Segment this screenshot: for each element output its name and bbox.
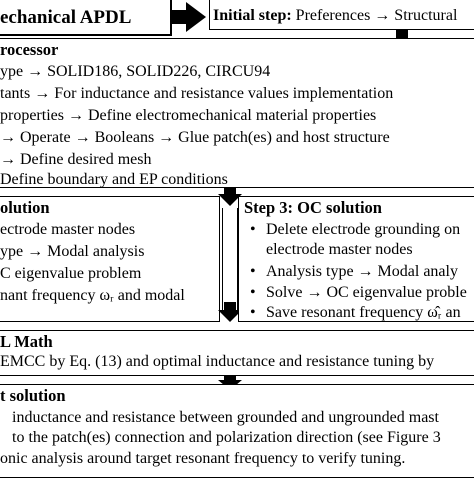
oc-bullet-2: • — [250, 262, 256, 282]
sc-oc-connector — [222, 208, 238, 314]
sc-solution-line-3: C eigenvalue problem — [0, 265, 142, 282]
sc-solution-line-2: ype → Modal analysis — [0, 243, 145, 260]
bullet-char: • — [250, 221, 256, 238]
preprocessor-title: rocessor — [0, 40, 59, 59]
apdl-math-title: L Math — [0, 332, 53, 351]
apdl-math-line: EMCC by Eq. (13) and optimal inductance … — [0, 353, 435, 370]
preprocessor-box — [0, 38, 474, 188]
header-arrow-head — [186, 2, 206, 32]
initial-step-rest: Preferences → Structural — [291, 7, 458, 24]
oc-bullet-1: • — [250, 220, 256, 240]
bullet-char: • — [250, 284, 256, 301]
harmonic-line-3: onic analysis around target resonant fre… — [0, 450, 406, 467]
initial-step-label: Initial step: — [213, 7, 292, 24]
sc-oc-connector-arrow-head — [218, 310, 242, 322]
preprocessor-line-2: tants → For inductance and resistance va… — [0, 85, 394, 102]
preprocessor-line-4: → Operate → Booleans → Glue patch(es) an… — [0, 129, 390, 146]
preproc-down-arrow-head — [218, 194, 242, 206]
oc-line-3: Analysis type → Modal analy — [266, 263, 458, 280]
preproc-down-arrow-shaft — [224, 188, 236, 196]
math-down-arrow-shaft — [224, 376, 236, 382]
sc-oc-connector-arrow-shaft — [224, 302, 236, 312]
sc-solution-line-4: nant frequency ωᵣ and modal — [0, 287, 185, 304]
sc-solution-title: olution — [0, 198, 50, 217]
harmonic-box — [0, 384, 474, 478]
header-title: echanical APDL — [0, 7, 132, 28]
preprocessor-line-3: properties → Define electromechanical ma… — [0, 107, 377, 124]
sc-solution-box — [0, 196, 220, 322]
oc-bullet-3: • — [250, 283, 256, 303]
header-arrow-shaft — [172, 10, 188, 24]
oc-line-4: Solve → OC eigenvalue proble — [266, 284, 467, 301]
oc-line-5: Save resonant frequency ω̂ᵣ an — [266, 304, 461, 321]
preprocessor-line-5: → Define desired mesh — [0, 151, 152, 168]
initial-step-text: Initial step: Preferences → Structural — [213, 7, 457, 25]
header-box — [0, 0, 172, 36]
oc-line-2: electrode master nodes — [266, 241, 413, 258]
harmonic-line-1: inductance and resistance between ground… — [12, 409, 439, 426]
oc-line-1: Delete electrode grounding on — [266, 221, 461, 238]
bullet-char: • — [250, 263, 256, 280]
oc-solution-box — [238, 196, 474, 322]
apdl-math-box — [0, 330, 474, 376]
sc-solution-line-1: ectrode master nodes — [0, 221, 136, 238]
oc-bullet-4: • — [250, 303, 256, 323]
harmonic-title: t solution — [0, 386, 66, 405]
preprocessor-line-1: ype → SOLID186, SOLID226, CIRCU94 — [0, 63, 271, 80]
harmonic-line-2: to the patch(es) connection and polariza… — [12, 429, 441, 446]
initial-step-box — [209, 0, 474, 30]
preprocessor-line-6: Define boundary and EP conditions — [0, 171, 228, 188]
oc-solution-title: Step 3: OC solution — [244, 198, 382, 217]
bullet-char: • — [250, 304, 256, 321]
